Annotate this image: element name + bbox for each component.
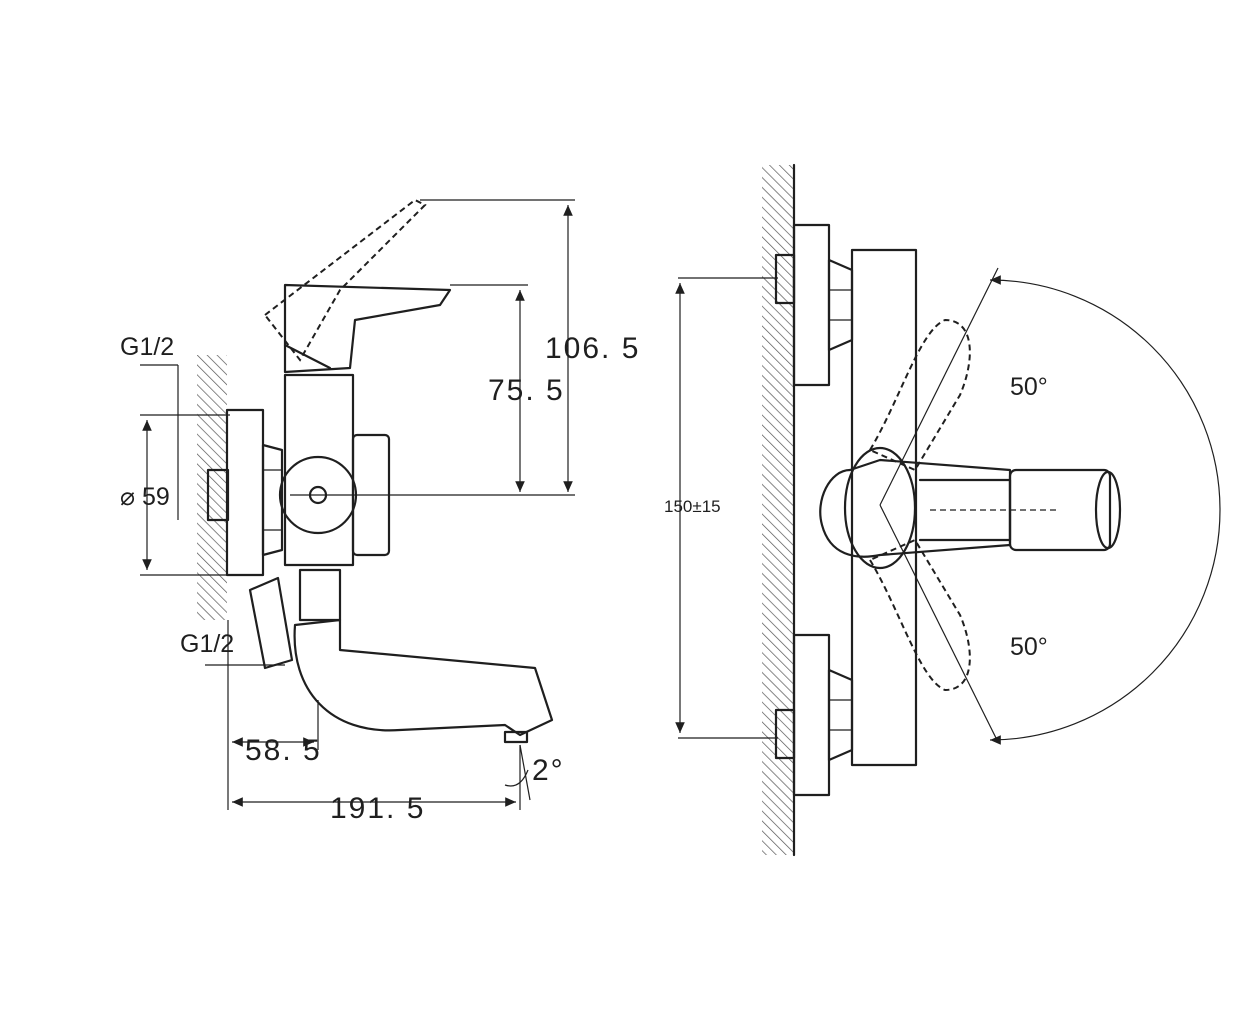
thread-top-label: G1/2 <box>120 333 174 361</box>
spout-angle-label: 2° <box>532 754 565 787</box>
front-view: 150±15 50° 50° <box>664 163 1221 857</box>
side-view: G1/2 ⌀ 59 G1/2 106. 5 75. 5 58. 5 191. 5… <box>120 198 640 825</box>
height-total-label: 106. 5 <box>545 332 640 365</box>
angle-arc <box>989 275 1221 745</box>
side-wall-hatch <box>197 355 227 620</box>
mixer-body <box>283 373 355 567</box>
angle-up-label: 50° <box>1010 373 1048 401</box>
lever-up-outline <box>868 318 971 472</box>
reach-label: 191. 5 <box>330 792 425 825</box>
height-axis-label: 75. 5 <box>488 374 565 407</box>
thread-bottom-label: G1/2 <box>180 630 234 658</box>
mixer-column <box>850 248 918 767</box>
inlet-pipe <box>206 468 230 522</box>
bottom-flange <box>792 633 831 797</box>
lever-body <box>819 458 1012 558</box>
spout <box>293 618 554 737</box>
front-wall-hatch <box>762 165 794 855</box>
hex-nut <box>261 443 284 557</box>
top-flange <box>792 223 831 387</box>
depth-label: 58. 5 <box>245 734 322 767</box>
diameter-label: ⌀ 59 <box>120 483 170 511</box>
diverter <box>298 568 342 622</box>
wall-flange <box>225 408 265 577</box>
lever-raised-outline <box>263 198 427 362</box>
shower-outlet <box>248 576 294 670</box>
lever-down-outline <box>868 538 971 692</box>
lever-handle <box>283 283 452 374</box>
center-distance-label: 150±15 <box>664 497 721 516</box>
angle-down-label: 50° <box>1010 633 1048 661</box>
